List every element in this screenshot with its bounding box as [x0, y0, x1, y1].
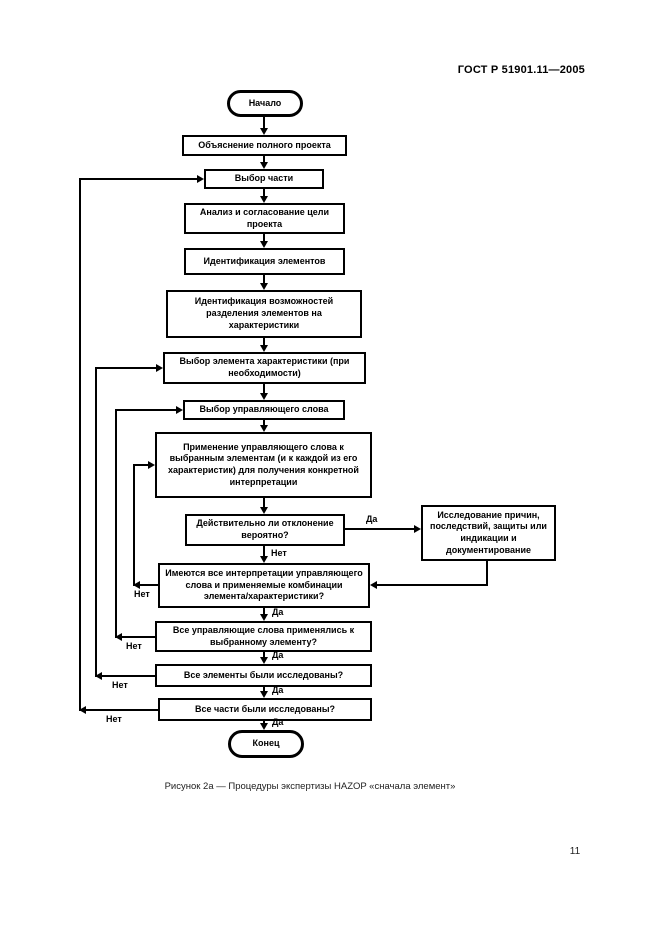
flow-line — [263, 498, 265, 508]
flow-node-end: Конец — [228, 730, 304, 758]
flow-node-analyze-goals: Анализ и согласование цели проекта — [184, 203, 345, 234]
arrow-left-icon — [95, 672, 102, 680]
flow-node-deviation-credible: Действительно ли отклонение вероятно? — [185, 514, 345, 546]
arrow-left-icon — [115, 633, 122, 641]
arrow-right-icon — [156, 364, 163, 372]
edge-label-yes: Да — [272, 717, 284, 727]
flow-line — [79, 178, 198, 180]
flow-line — [122, 636, 155, 638]
arrow-down-icon — [260, 241, 268, 248]
flow-node-explain-project: Объяснение полного проекта — [182, 135, 347, 156]
flow-line — [263, 234, 265, 242]
flow-node-apply-guide-word: Применение управляющего слова к выбранны… — [155, 432, 372, 498]
edge-label-no: Нет — [112, 680, 128, 690]
edge-label-yes: Да — [366, 514, 378, 524]
arrow-down-icon — [260, 196, 268, 203]
edge-label-no: Нет — [271, 548, 287, 558]
edge-label-yes: Да — [272, 607, 284, 617]
flow-node-all-interpretations: Имеются все интерпретации управляющего с… — [158, 563, 370, 608]
flow-node-identify-characteristics: Идентификация возможностей разделения эл… — [166, 290, 362, 338]
arrow-down-icon — [260, 657, 268, 664]
arrow-right-icon — [414, 525, 421, 533]
edge-label-yes: Да — [272, 685, 284, 695]
arrow-right-icon — [176, 406, 183, 414]
flow-node-select-guide-word: Выбор управляющего слова — [183, 400, 345, 420]
flow-line — [95, 367, 97, 677]
flow-line — [79, 178, 81, 711]
arrow-down-icon — [260, 425, 268, 432]
flow-line — [115, 409, 177, 411]
flow-node-select-part: Выбор части — [204, 169, 324, 189]
flow-line — [263, 384, 265, 394]
flow-line — [86, 709, 158, 711]
edge-label-no: Нет — [126, 641, 142, 651]
arrow-down-icon — [260, 507, 268, 514]
arrow-left-icon — [79, 706, 86, 714]
arrow-down-icon — [260, 691, 268, 698]
flow-line — [102, 675, 155, 677]
flow-line — [133, 464, 135, 586]
flow-line — [263, 338, 265, 346]
flow-node-all-parts-examined: Все части были исследованы? — [158, 698, 372, 721]
flow-line — [263, 687, 265, 692]
flow-node-all-elements-examined: Все элементы были исследованы? — [155, 664, 372, 687]
flow-line — [345, 528, 414, 530]
flow-node-investigate: Исследование причин, последствий, защиты… — [421, 505, 556, 561]
flow-line — [486, 561, 488, 586]
arrow-down-icon — [260, 345, 268, 352]
flow-line — [263, 546, 265, 557]
flow-line — [140, 584, 158, 586]
edge-label-no: Нет — [106, 714, 122, 724]
standard-number: ГОСТ Р 51901.11—2005 — [457, 64, 585, 76]
flow-line — [263, 189, 265, 197]
flow-line — [263, 275, 265, 284]
flow-node-identify-elements: Идентификация элементов — [184, 248, 345, 275]
arrow-down-icon — [260, 723, 268, 730]
flow-node-select-element: Выбор элемента характеристики (при необх… — [163, 352, 366, 384]
arrow-left-icon — [370, 581, 377, 589]
edge-label-no: Нет — [134, 589, 150, 599]
flow-line — [263, 608, 265, 615]
arrow-down-icon — [260, 128, 268, 135]
figure-caption: Рисунок 2а — Процедуры экспертизы HAZOP … — [164, 781, 456, 792]
edge-label-yes: Да — [272, 650, 284, 660]
flow-line — [263, 652, 265, 658]
flow-line — [115, 409, 117, 638]
arrow-left-icon — [133, 581, 140, 589]
flow-node-all-guide-words: Все управляющие слова применялись к выбр… — [155, 621, 372, 652]
arrow-down-icon — [260, 283, 268, 290]
arrow-down-icon — [260, 614, 268, 621]
arrow-down-icon — [260, 556, 268, 563]
arrow-right-icon — [197, 175, 204, 183]
arrow-right-icon — [148, 461, 155, 469]
arrow-down-icon — [260, 162, 268, 169]
flow-line — [133, 464, 149, 466]
flow-line — [377, 584, 488, 586]
page-number: 11 — [569, 846, 581, 857]
flow-line — [95, 367, 157, 369]
flow-line — [263, 117, 265, 129]
arrow-down-icon — [260, 393, 268, 400]
flow-line — [263, 721, 265, 724]
flow-node-start: Начало — [227, 90, 303, 117]
flow-line — [263, 420, 265, 426]
flow-line — [263, 156, 265, 163]
